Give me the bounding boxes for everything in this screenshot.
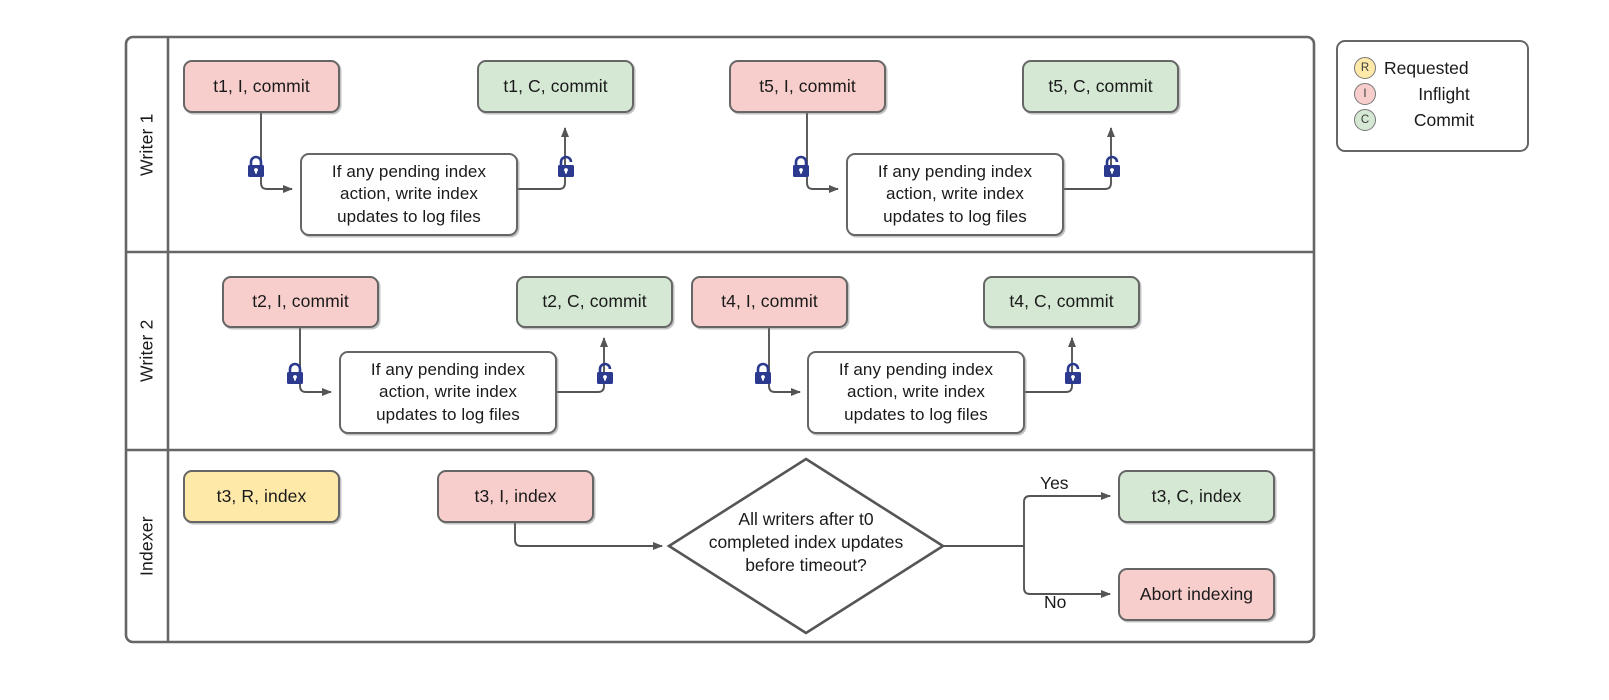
node-w2-process[interactable]: If any pending index action, write index…	[339, 351, 557, 434]
connector-w1-process-to-end	[518, 127, 569, 190]
node-w2b-process[interactable]: If any pending index action, write index…	[807, 351, 1025, 434]
node-w1-t1-inflight[interactable]: t1, I, commit	[183, 60, 340, 113]
legend-item-commit: C Commit	[1354, 109, 1504, 131]
node-indexer-t3-inflight[interactable]: t3, I, index	[437, 470, 594, 523]
lock-closed-icon	[793, 155, 809, 177]
lane-label-writer-1: Writer 1	[136, 113, 157, 176]
legend-item-inflight: I Inflight	[1354, 83, 1504, 105]
connector-indexer-inflight-to-decision	[514, 523, 663, 550]
legend-label-commit: Commit	[1413, 109, 1475, 130]
node-w1-t1-commit[interactable]: t1, C, commit	[477, 60, 634, 113]
lock-closed-icon	[755, 362, 771, 384]
node-w1-t5-commit[interactable]: t5, C, commit	[1022, 60, 1179, 113]
node-w2-t4-commit[interactable]: t4, C, commit	[983, 276, 1140, 328]
lock-open-icon	[597, 362, 613, 384]
connector-w2b-process-to-end	[1025, 337, 1076, 393]
connector-decision-no	[1023, 546, 1111, 598]
node-abort-indexing[interactable]: Abort indexing	[1118, 568, 1275, 621]
node-w1-t5-inflight[interactable]: t5, I, commit	[729, 60, 886, 113]
decision-diamond	[666, 457, 946, 635]
node-w1b-process[interactable]: If any pending index action, write index…	[846, 153, 1064, 236]
decision-line-2: completed index updates	[708, 532, 904, 553]
edge-label-no: No	[1044, 592, 1067, 612]
node-w1-process[interactable]: If any pending index action, write index…	[300, 153, 518, 236]
lock-open-icon	[1104, 155, 1120, 177]
decision-line-3: before timeout?	[745, 555, 867, 576]
node-indexer-t3-commit[interactable]: t3, C, index	[1118, 470, 1275, 523]
node-w2-t2-inflight[interactable]: t2, I, commit	[222, 276, 379, 328]
node-w2-t2-commit[interactable]: t2, C, commit	[516, 276, 673, 328]
connector-w1b-process-to-end	[1064, 127, 1115, 190]
connector-decision-yes	[1023, 492, 1111, 546]
connector-w1b-start-to-process	[806, 113, 839, 193]
legend-label-requested: Requested	[1384, 57, 1469, 78]
legend-label-inflight: Inflight	[1418, 83, 1470, 104]
connector-w1-start-to-process	[260, 113, 293, 193]
legend-chip-inflight-icon: I	[1354, 83, 1376, 105]
decision-label: All writers after t0 completed index upd…	[686, 508, 926, 577]
pool-border	[124, 35, 1316, 644]
node-w2-t4-inflight[interactable]: t4, I, commit	[691, 276, 848, 328]
connector-w2-process-to-end	[557, 337, 608, 393]
node-indexer-t3-requested[interactable]: t3, R, index	[183, 470, 340, 523]
lock-open-icon	[558, 155, 574, 177]
legend-item-requested: R Requested	[1354, 57, 1504, 79]
legend-chip-requested-icon: R	[1354, 57, 1376, 79]
lane-label-indexer: Indexer	[136, 516, 157, 576]
legend-chip-commit-icon: C	[1354, 109, 1376, 131]
edge-label-yes: Yes	[1040, 473, 1069, 493]
decision-line-1: All writers after t0	[738, 509, 874, 529]
lock-closed-icon	[248, 155, 264, 177]
connector-w2b-start-to-process	[768, 328, 801, 396]
connector-w2-start-to-process	[299, 328, 332, 396]
lock-open-icon	[1065, 362, 1081, 384]
lock-closed-icon	[287, 362, 303, 384]
lane-label-writer-2: Writer 2	[136, 319, 157, 383]
